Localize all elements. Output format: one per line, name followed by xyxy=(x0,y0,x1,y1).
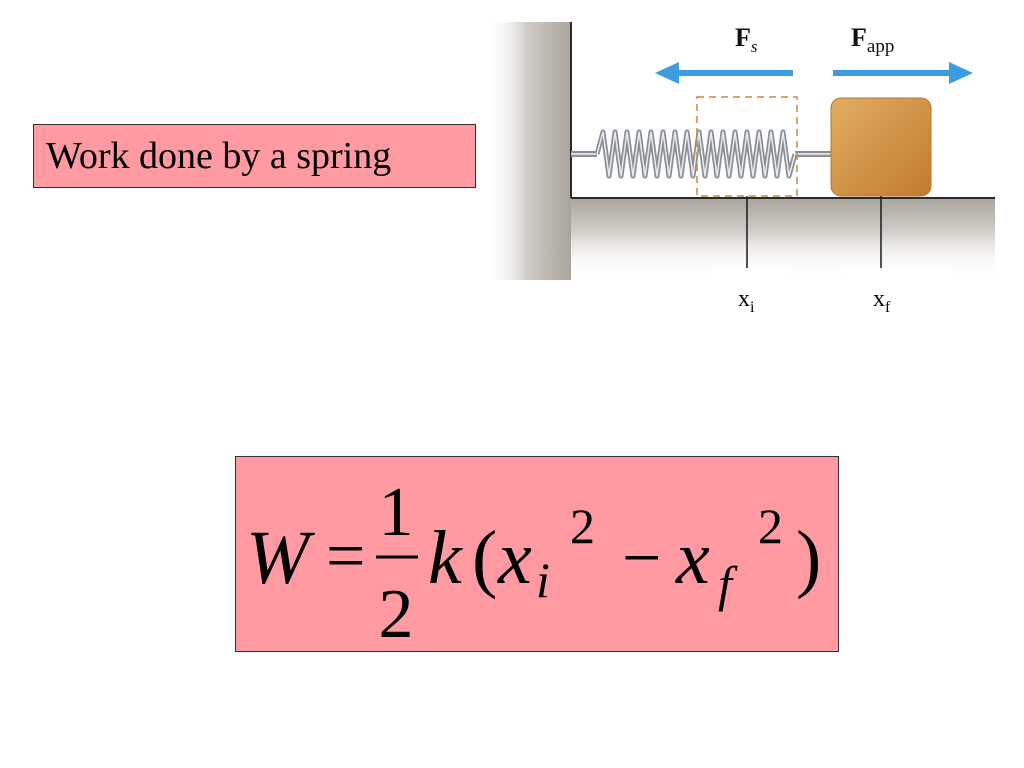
formula-lhs: W xyxy=(246,516,316,600)
spring-force-label: Fs xyxy=(735,23,758,56)
formula-box: W = 1 2 k ( x i 2 − x f 2 ) xyxy=(235,456,839,653)
formula-minus: − xyxy=(622,520,661,597)
formula-right-paren: ) xyxy=(796,516,821,600)
final-position-label: xf xyxy=(873,286,891,316)
floor xyxy=(571,198,995,278)
title-box: Work done by a spring xyxy=(33,124,476,188)
initial-position-outline xyxy=(696,96,798,197)
spring-force-arrow xyxy=(655,62,793,84)
formula-exp-final: 2 xyxy=(758,498,783,554)
initial-position-label: xi xyxy=(738,286,755,316)
formula-fraction-denominator: 2 xyxy=(379,576,414,653)
formula-sub-final: f xyxy=(718,556,738,612)
spring xyxy=(571,129,833,179)
formula-x-initial: x xyxy=(497,516,532,600)
formula-k: k xyxy=(428,516,463,600)
formula-sub-initial: i xyxy=(536,552,550,608)
block xyxy=(831,98,931,196)
formula-x-final: x xyxy=(675,516,710,600)
applied-force-arrow xyxy=(833,62,973,84)
slide-title: Work done by a spring xyxy=(46,135,392,177)
applied-force-label: Fapp xyxy=(851,23,894,57)
formula-equals: = xyxy=(326,518,365,595)
spring-diagram: Fs Fapp xi xf xyxy=(485,20,995,330)
formula-left-paren: ( xyxy=(472,516,497,600)
formula-exp-initial: 2 xyxy=(570,498,595,554)
wall xyxy=(485,22,571,280)
formula-fraction-numerator: 1 xyxy=(379,474,414,551)
